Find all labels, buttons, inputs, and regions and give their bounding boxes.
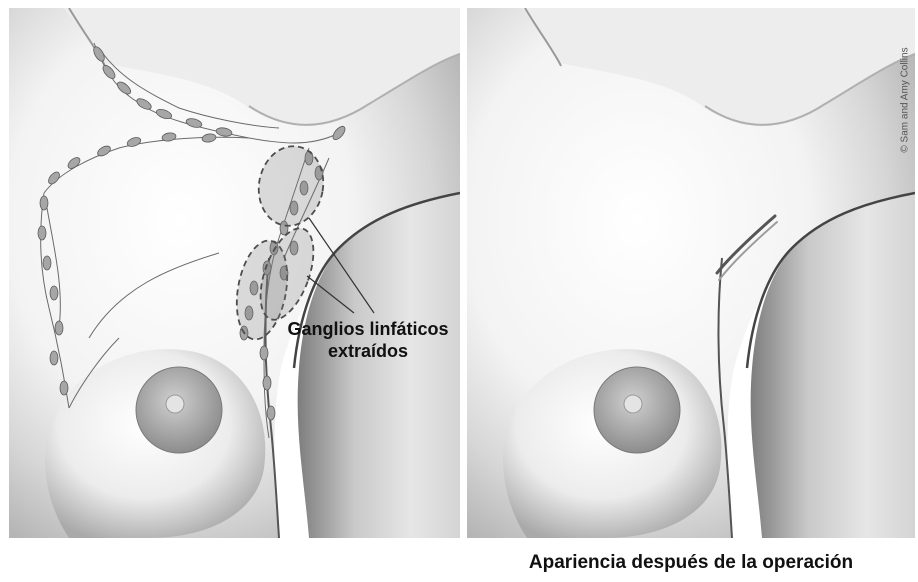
- removed-nodes-label-line2: extraídos: [268, 340, 468, 362]
- removed-lymph-nodes-label: Ganglios linfáticos extraídos: [268, 318, 468, 362]
- copyright-credit: © Sam and Amy Collins: [900, 47, 911, 152]
- after-surgery-illustration: [467, 8, 915, 538]
- torso-with-lymph-nodes-drawing: [9, 8, 460, 538]
- nipple: [624, 395, 642, 413]
- torso-after-surgery-drawing: [467, 8, 915, 538]
- before-surgery-illustration: [9, 8, 460, 538]
- removed-nodes-label-line1: Ganglios linfáticos: [268, 318, 468, 340]
- after-surgery-caption: Apariencia después de la operación: [467, 552, 915, 574]
- nipple: [166, 395, 184, 413]
